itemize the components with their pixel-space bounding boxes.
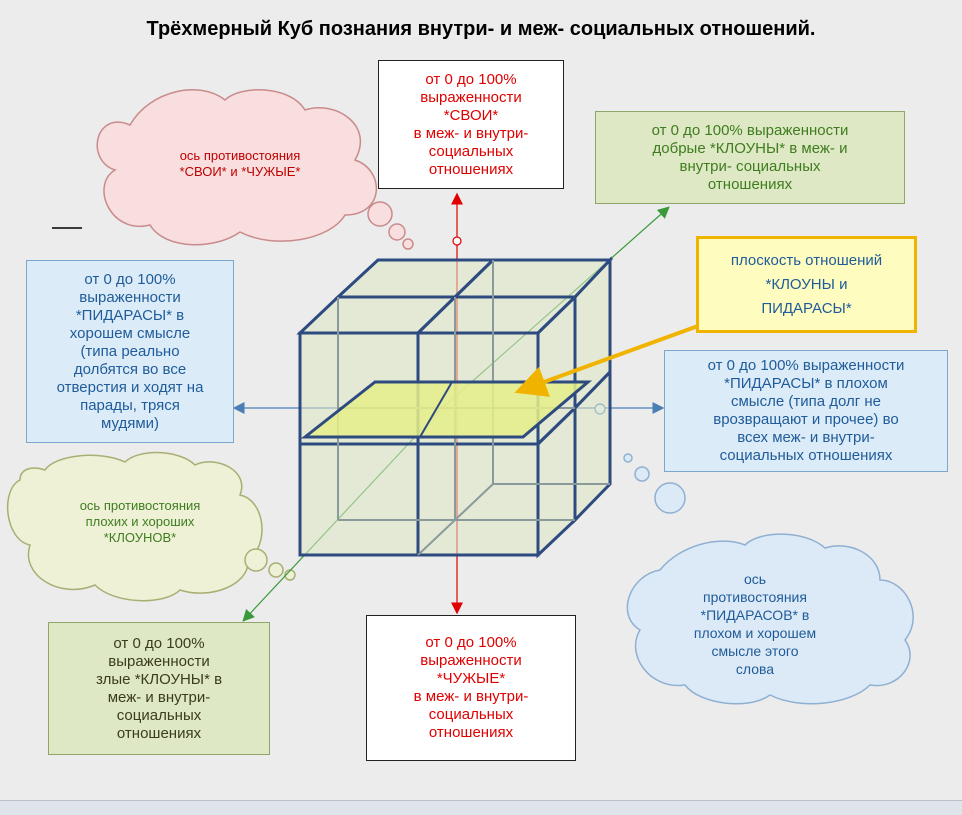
cloud-green bbox=[6, 451, 296, 602]
box-evil-clowns: от 0 до 100%выраженности злые *КЛОУНЫ* в… bbox=[48, 622, 270, 755]
cloud-text-svoi-chuzhie: ось противостояния*СВОИ* и *ЧУЖЫЕ* bbox=[179, 148, 301, 179]
box-chuzhie: от 0 до 100%выраженности*ЧУЖЫЕ* в меж- и… bbox=[366, 615, 576, 761]
cloud-pink bbox=[96, 89, 414, 250]
box-svoi: от 0 до 100%выраженности*СВОИ* в меж- и … bbox=[378, 60, 564, 189]
bottom-bar bbox=[0, 800, 962, 815]
box-pidarasy-bad: от 0 до 100% выраженности*ПИДАРАСЫ* в пл… bbox=[664, 350, 948, 472]
plane-label-arrow bbox=[514, 324, 699, 397]
cloud-blue bbox=[623, 453, 914, 705]
page-title: Трёхмерный Куб познания внутри- и меж- с… bbox=[146, 18, 816, 40]
